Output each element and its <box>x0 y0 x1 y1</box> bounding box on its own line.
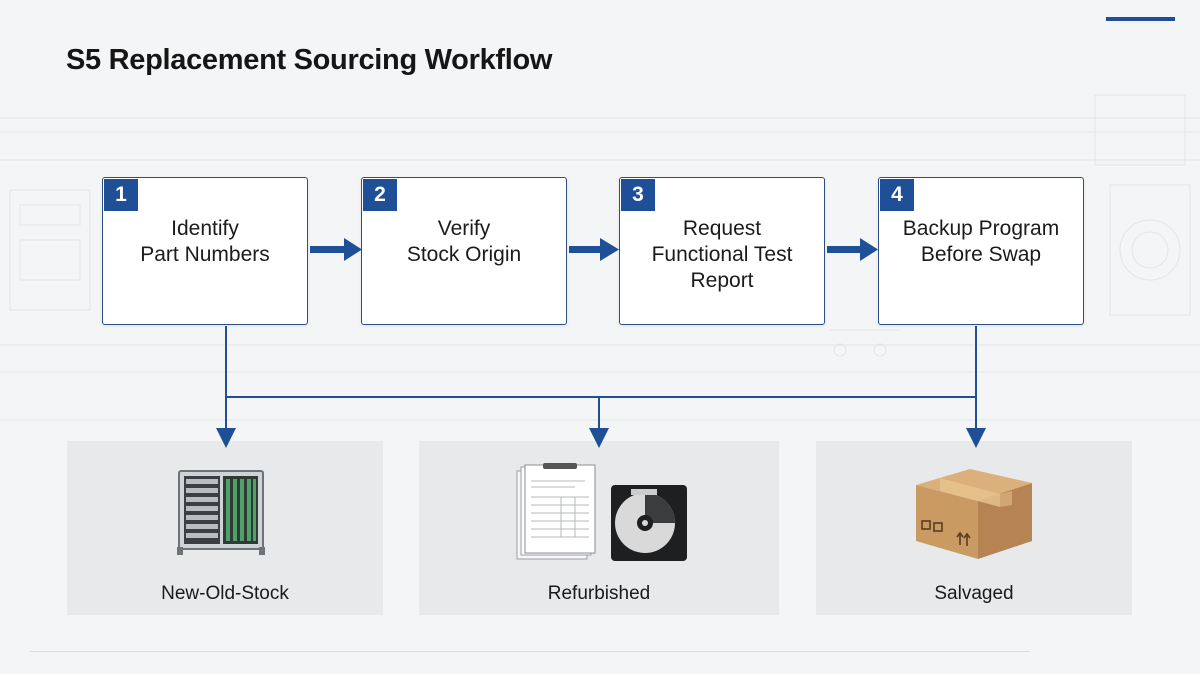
step-label-2: Verify Stock Origin <box>370 216 558 268</box>
source-label-new-old-stock: New-Old-Stock <box>161 583 289 604</box>
step-1-line-2: Part Numbers <box>140 243 270 266</box>
step-number-1: 1 <box>104 179 138 211</box>
step-2-line-2: Stock Origin <box>406 243 522 266</box>
source-panel-salvaged: Salvaged <box>816 441 1132 615</box>
step-3-line-2: Functional Test <box>651 243 793 266</box>
source-panel-new-old-stock: New-Old-Stock <box>67 441 383 615</box>
footer-divider <box>30 651 1030 652</box>
source-label-salvaged: Salvaged <box>934 583 1014 604</box>
equipment-rack-icon <box>177 470 265 555</box>
step-box-3: 3 Request Functional Test Report <box>619 177 825 325</box>
step-4-line-2: Before Swap <box>920 243 1042 266</box>
top-accent-bar <box>1106 17 1175 21</box>
cardboard-box-icon <box>916 469 1032 559</box>
step-4-line-1: Backup Program <box>902 217 1060 240</box>
step-number-4: 4 <box>880 179 914 211</box>
source-label-refurbished: Refurbished <box>547 583 651 604</box>
page-title: S5 Replacement Sourcing Workflow <box>66 44 553 76</box>
step-box-2: 2 Verify Stock Origin <box>361 177 567 325</box>
step-2-line-1: Verify <box>437 217 491 240</box>
test-report-and-disk-icon <box>516 463 687 561</box>
step-label-3: Request Functional Test Report <box>628 216 816 294</box>
step-number-3: 3 <box>621 179 655 211</box>
step-3-line-3: Report <box>690 269 754 292</box>
step-label-1: Identify Part Numbers <box>111 216 299 268</box>
step-box-4: 4 Backup Program Before Swap <box>878 177 1084 325</box>
step-label-4: Backup Program Before Swap <box>887 216 1075 268</box>
step-number-2: 2 <box>363 179 397 211</box>
step-3-line-1: Request <box>682 217 762 240</box>
step-1-line-1: Identify <box>171 217 239 240</box>
step-box-1: 1 Identify Part Numbers <box>102 177 308 325</box>
source-panel-refurbished: Refurbished <box>419 441 779 615</box>
